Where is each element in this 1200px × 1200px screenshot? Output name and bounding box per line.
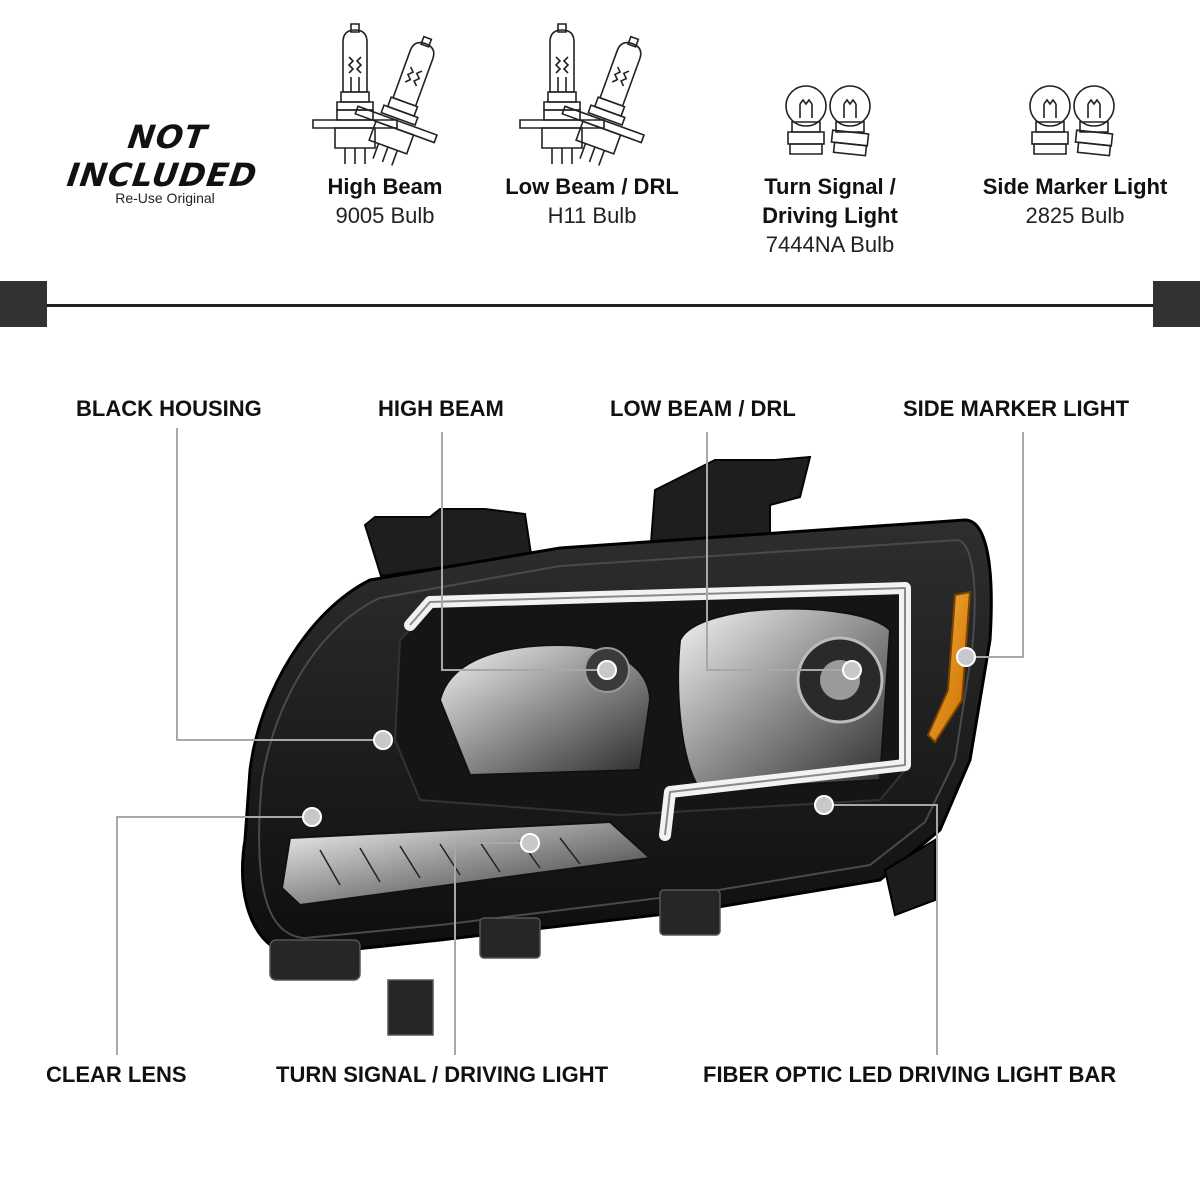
callout-side-marker-light: SIDE MARKER LIGHT bbox=[903, 396, 1130, 421]
not-included-subtitle: Re-Use Original bbox=[115, 190, 215, 206]
not-included-title: NOT INCLUDED bbox=[64, 118, 260, 194]
callout-low-beam-drl: LOW BEAM / DRL bbox=[610, 396, 796, 421]
not-included-badge: NOT INCLUDED Re-Use Original bbox=[40, 118, 290, 206]
low-beam-reflector bbox=[677, 607, 892, 792]
bulb-turn-signal: Turn Signal / Driving Light 7444NA Bulb bbox=[730, 172, 930, 259]
bulb-part: H11 Bulb bbox=[547, 203, 637, 228]
callout-clear-lens: CLEAR LENS bbox=[46, 1062, 187, 1087]
leader-lines bbox=[116, 428, 1024, 1055]
halogen-bulb-icon bbox=[512, 22, 682, 172]
bulb-name: High Beam bbox=[327, 174, 443, 199]
bulb-part: 9005 Bulb bbox=[335, 203, 435, 228]
callout-turn-signal-driving-light: TURN SIGNAL / DRIVING LIGHT bbox=[276, 1062, 609, 1087]
divider-cap-right bbox=[1153, 281, 1200, 327]
callout-fiber-optic-bar: FIBER OPTIC LED DRIVING LIGHT BAR bbox=[703, 1062, 1117, 1087]
bulb-name: Side Marker Light bbox=[982, 174, 1168, 199]
halogen-bulb-icon bbox=[305, 22, 475, 172]
bulb-low-beam-drl: Low Beam / DRL H11 Bulb bbox=[482, 172, 702, 230]
leader-dots bbox=[302, 647, 976, 853]
wedge-bulb-icon bbox=[778, 82, 878, 162]
bulb-side-marker: Side Marker Light 2825 Bulb bbox=[965, 172, 1185, 230]
bulb-name-line1: Turn Signal / bbox=[764, 174, 896, 199]
divider-line bbox=[47, 304, 1153, 307]
headlight-illustration bbox=[116, 428, 1024, 1055]
bulb-name: Low Beam / DRL bbox=[505, 174, 679, 199]
high-beam-reflector bbox=[438, 643, 652, 777]
wedge-bulb-icon bbox=[1022, 82, 1122, 162]
bulb-part: 2825 Bulb bbox=[1025, 203, 1125, 228]
amber-side-marker bbox=[926, 590, 972, 744]
bulb-part: 7444NA Bulb bbox=[765, 232, 895, 257]
callout-high-beam: HIGH BEAM bbox=[378, 396, 504, 421]
turn-signal-reflector bbox=[280, 820, 653, 907]
bulb-high-beam: High Beam 9005 Bulb bbox=[285, 172, 485, 230]
lens-rim bbox=[258, 538, 976, 940]
bulb-name-line2: Driving Light bbox=[762, 203, 898, 228]
callout-black-housing: BLACK HOUSING bbox=[76, 396, 262, 421]
divider-cap-left bbox=[0, 281, 47, 327]
